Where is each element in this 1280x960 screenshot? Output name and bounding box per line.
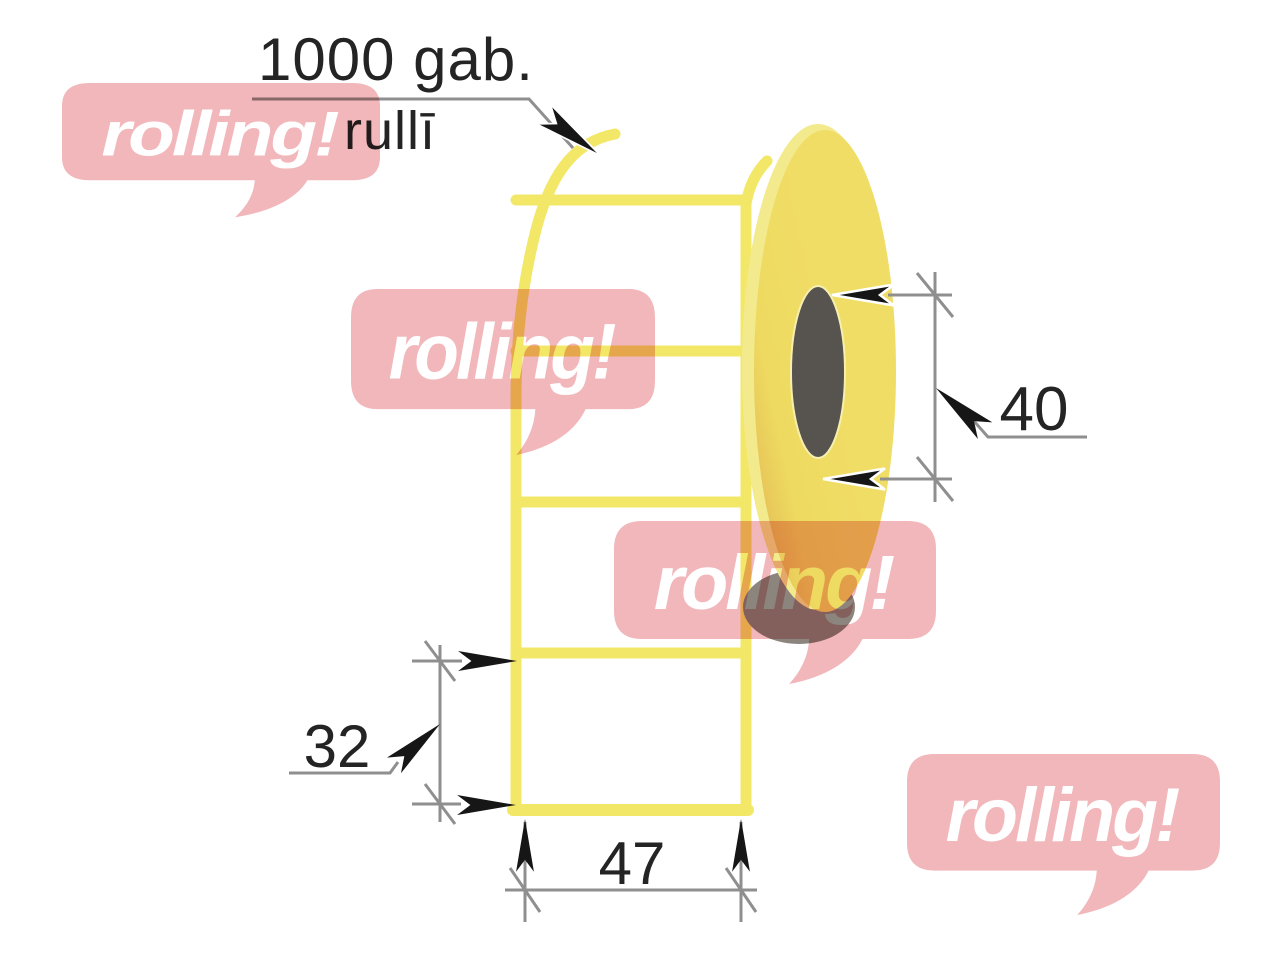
strip-left-edge-and-peel <box>510 128 621 812</box>
arrow-dim32-top <box>458 651 517 671</box>
roll-core-hole <box>790 285 846 459</box>
dimension-lines <box>252 97 1087 922</box>
dim40-leader <box>971 419 1087 439</box>
label-width-value: 47 <box>598 830 666 897</box>
dim32-leader <box>289 761 400 775</box>
dim40-tick-bottom <box>915 456 955 502</box>
dim32-tick-top <box>423 640 457 682</box>
label-height-value: 32 <box>303 713 371 780</box>
dim47-tick-right <box>724 867 758 913</box>
arrowheads <box>386 103 993 872</box>
label-roll <box>742 124 896 644</box>
dim47-tick-left <box>508 867 542 913</box>
quantity-per-roll-text: 1000 gab. <box>258 26 534 93</box>
dim40-tick-top <box>915 272 955 318</box>
label-strip <box>507 128 773 816</box>
dim32-tick-bottom <box>423 783 457 825</box>
core-diameter-value: 40 <box>999 375 1069 444</box>
quantity-unit-text: rullī <box>344 101 437 161</box>
arrow-dim32-bottom <box>457 795 516 815</box>
